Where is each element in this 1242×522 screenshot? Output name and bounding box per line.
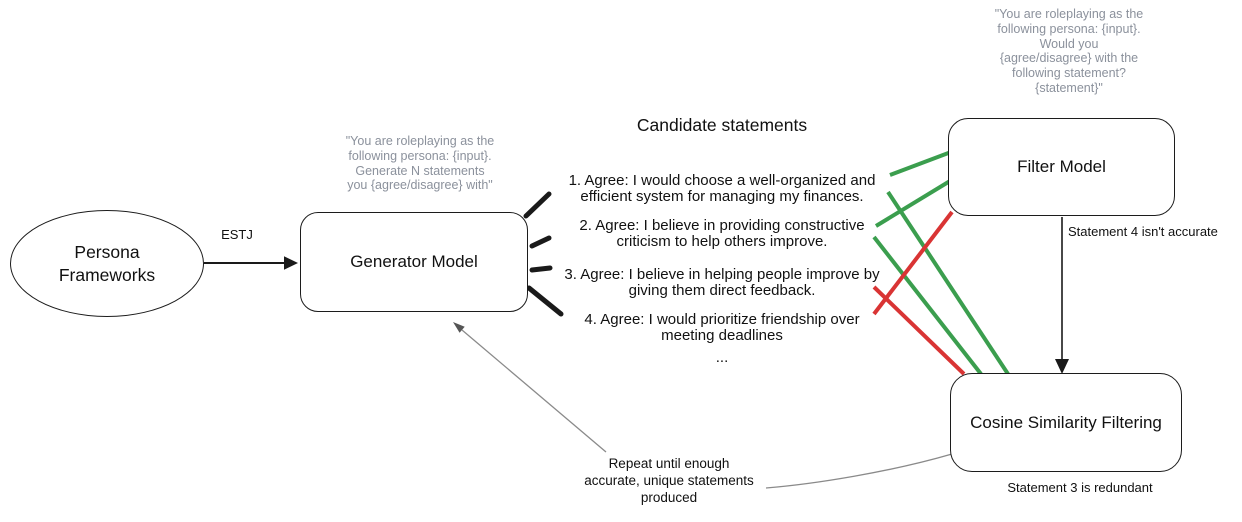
candidate-statement-3: 3. Agree: I believe in helping people im… (564, 266, 880, 300)
estj-arrow-label: ESTJ (221, 227, 253, 242)
repeat-to-generator-arrow-line (461, 329, 607, 453)
repeat-loop-label: Repeat until enough accurate, unique sta… (584, 456, 754, 505)
generator-spike-2 (529, 235, 552, 249)
estj-arrow-head-icon (284, 256, 298, 270)
stmt2-to-cosine-connector (872, 235, 983, 376)
candidate-statement-4: 4. Agree: I would prioritize friendship … (584, 311, 860, 345)
stmt3-to-cosine-connector (872, 285, 966, 376)
filter-to-cosine-arrow-head-icon (1055, 359, 1069, 374)
cosine-similarity-label: Cosine Similarity Filtering (970, 412, 1162, 432)
generator-spike-1 (523, 191, 552, 219)
filter-model-node: Filter Model (948, 118, 1175, 216)
candidate-statement-2: 2. Agree: I believe in providing constru… (579, 217, 865, 251)
cosine-to-repeat-line (765, 453, 953, 489)
stmt1-to-filter-connector (889, 150, 952, 177)
generator-model-label: Generator Model (350, 252, 478, 271)
stmt2-to-filter-connector (874, 179, 952, 228)
persona-frameworks-node: Persona Frameworks (10, 210, 204, 317)
generator-model-node: Generator Model (300, 212, 528, 312)
generator-spike-4 (526, 285, 564, 317)
stmt1-to-cosine-connector (886, 190, 1010, 376)
candidate-statement-1: 1. Agree: I would choose a well-organize… (568, 172, 876, 206)
statement3-redundant-label: Statement 3 is redundant (1007, 480, 1153, 495)
generator-spike-3 (529, 265, 553, 273)
persona-frameworks-label: Persona Frameworks (58, 241, 156, 285)
candidate-statements-title: Candidate statements (636, 115, 808, 135)
statement4-inaccurate-label: Statement 4 isn't accurate (1068, 224, 1218, 239)
generator-prompt-text: "You are roleplaying as the following pe… (345, 134, 495, 193)
filter-model-label: Filter Model (1017, 157, 1106, 176)
repeat-arrow-head-icon (453, 322, 465, 333)
filter-prompt-text: "You are roleplaying as the following pe… (994, 7, 1144, 95)
cosine-similarity-node: Cosine Similarity Filtering (950, 373, 1182, 472)
candidate-statements-ellipsis: ... (715, 349, 729, 366)
